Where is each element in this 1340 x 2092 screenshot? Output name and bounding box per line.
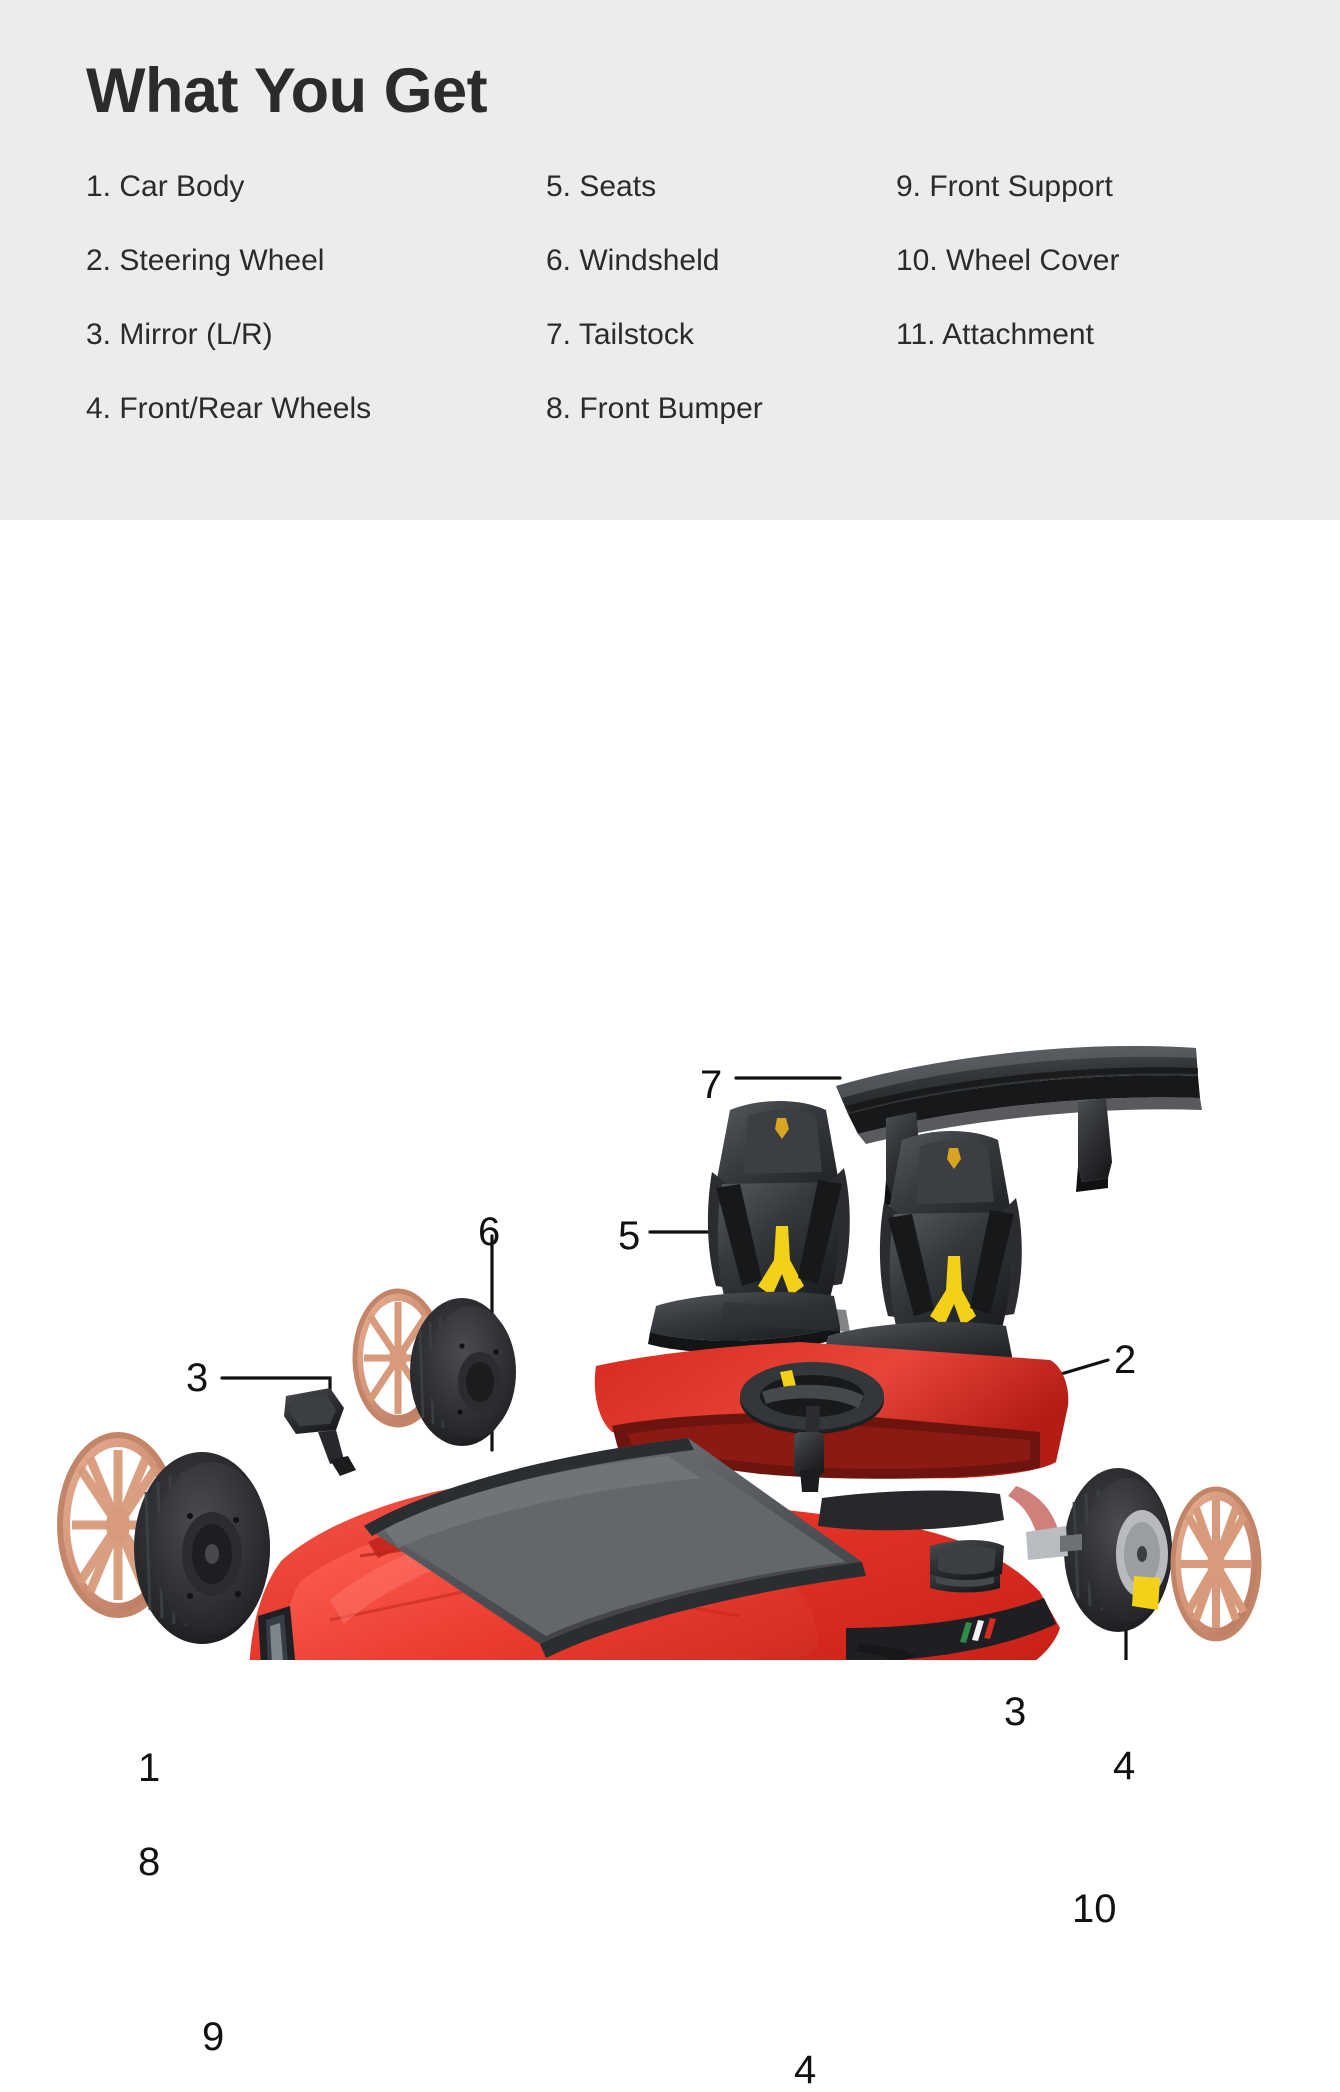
callout-label-5: 5 xyxy=(618,1214,641,1258)
exploded-view-diagram: 7 5 6 3 2 3 4 1 8 10 9 4 xyxy=(0,520,1340,2090)
tailstock-spoiler xyxy=(836,1045,1202,1206)
parts-legend-item: 11. Attachment xyxy=(896,318,1094,351)
parts-legend-item: 1. Car Body xyxy=(86,170,245,203)
wheel-upper xyxy=(352,1288,516,1446)
callout-label-7: 7 xyxy=(700,1063,723,1107)
callout-label-2: 2 xyxy=(1114,1338,1137,1382)
parts-legend-item: 5. Seats xyxy=(546,170,657,203)
parts-legend-item: 6. Windsheld xyxy=(546,244,720,277)
parts-legend: 1. Car Body 2. Steering Wheel 3. Mirror … xyxy=(86,172,1266,468)
parts-legend-column-3: 9. Front Support 10. Wheel Cover 11. Att… xyxy=(896,172,1266,468)
parts-legend-item: 8. Front Bumper xyxy=(546,392,763,425)
callout-label-4-bottom: 4 xyxy=(794,2048,817,2092)
windshield xyxy=(364,1438,866,1658)
wheel-cover-front-right xyxy=(1170,1486,1262,1642)
product-illustration xyxy=(0,520,1340,1660)
mirror-left xyxy=(284,1388,356,1476)
mirror-right xyxy=(930,1540,1004,1580)
callout-label-10: 10 xyxy=(1072,1887,1117,1931)
parts-legend-item: 10. Wheel Cover xyxy=(896,244,1120,277)
callout-label-1: 1 xyxy=(138,1746,161,1790)
wheel-rear-left xyxy=(57,1432,270,1644)
wheel-front-right xyxy=(1026,1468,1262,1642)
parts-legend-column-1: 1. Car Body 2. Steering Wheel 3. Mirror … xyxy=(86,172,546,468)
callout-label-6: 6 xyxy=(478,1210,501,1254)
parts-legend-item: 3. Mirror (L/R) xyxy=(86,318,273,351)
parts-legend-item: 7. Tailstock xyxy=(546,318,694,351)
callout-label-3-right: 3 xyxy=(1004,1690,1027,1734)
callout-label-4-right: 4 xyxy=(1113,1744,1136,1788)
callout-label-9: 9 xyxy=(202,2015,225,2059)
seat-left xyxy=(648,1101,850,1353)
italian-flag-stripe xyxy=(960,1618,996,1643)
parts-legend-item: 4. Front/Rear Wheels xyxy=(86,392,372,425)
callout-label-8: 8 xyxy=(138,1840,161,1884)
page-title: What You Get xyxy=(86,56,488,126)
parts-legend-column-2: 5. Seats 6. Windsheld 7. Tailstock 8. Fr… xyxy=(546,172,896,468)
parts-legend-item: 2. Steering Wheel xyxy=(86,244,325,277)
parts-legend-item: 9. Front Support xyxy=(896,170,1113,203)
callout-label-3-left: 3 xyxy=(186,1356,209,1400)
steering-wheel xyxy=(740,1362,884,1492)
what-you-get-header: What You Get 1. Car Body 2. Steering Whe… xyxy=(0,0,1340,520)
